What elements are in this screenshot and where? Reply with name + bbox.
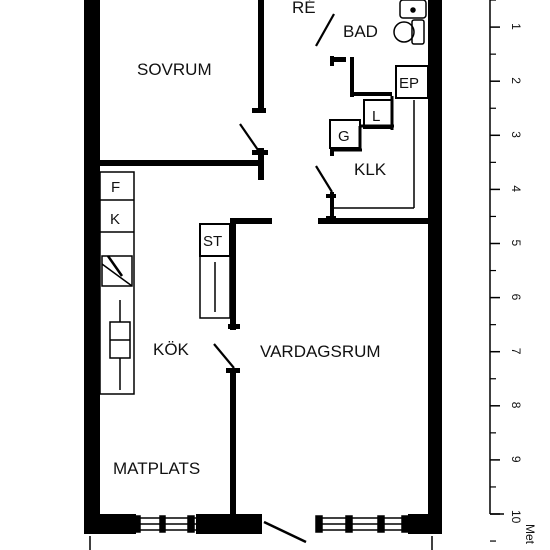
ep-box	[395, 65, 429, 99]
ruler-tick-label: 8	[509, 402, 523, 409]
interior-walls	[100, 0, 430, 516]
kitchen-counter	[99, 171, 135, 395]
east-exterior-wall	[428, 0, 442, 530]
bathroom-fixtures	[329, 0, 429, 209]
kitchen-door	[213, 343, 235, 369]
ruler-ticks: 1234567891011	[490, 0, 523, 542]
klk-south-wall	[318, 218, 430, 224]
door-swings	[213, 13, 335, 369]
room-label-klk: KLK	[354, 160, 387, 179]
south-wall-segment-2	[196, 514, 234, 534]
bedroom-door	[239, 123, 259, 151]
fixture-labels: EP L G F K ST	[110, 75, 419, 250]
ruler-tick-label: 7	[509, 348, 523, 355]
west-exterior-wall	[84, 0, 100, 530]
label-l: L	[372, 108, 380, 125]
label-g: G	[338, 128, 350, 145]
kitchen-fixtures	[99, 171, 231, 395]
scale-ruler: 1234567891011 Met	[489, 0, 537, 545]
bedroom-east-wall	[258, 0, 264, 112]
ruler-tick-label: 3	[509, 131, 523, 138]
kitchen-living-wall	[230, 370, 236, 516]
bath-door	[315, 13, 335, 47]
south-wall-segment-3	[234, 514, 262, 534]
ruler-unit-label: Met	[523, 524, 537, 545]
exterior-walls	[84, 0, 442, 534]
room-label-sovrum: SOVRUM	[137, 60, 212, 79]
label-k: K	[110, 211, 120, 228]
sink-icon	[101, 255, 133, 287]
room-label-bad: BAD	[343, 22, 378, 41]
room-label-hall: RÉ	[292, 0, 316, 17]
south-wall-segment-1	[84, 514, 136, 534]
south-wall-segment-4	[408, 514, 442, 534]
washbasin-icon	[399, 0, 427, 19]
ruler-tick-label: 2	[509, 77, 523, 84]
room-labels: SOVRUM BAD RÉ KLK KÖK VARDAGSRUM MATPLAT…	[113, 0, 387, 478]
room-label-kok: KÖK	[153, 340, 190, 359]
room-label-matplats: MATPLATS	[113, 459, 200, 478]
klk-door	[315, 165, 333, 193]
label-ep: EP	[399, 75, 419, 92]
st-cabinet	[199, 255, 231, 319]
label-f: F	[111, 179, 120, 196]
room-label-vardagsrum: VARDAGSRUM	[260, 342, 381, 361]
ruler-tick-label: 4	[509, 185, 523, 192]
window-left	[133, 515, 196, 533]
window-right	[315, 515, 409, 533]
balcony-door	[263, 520, 307, 544]
south-windows	[89, 515, 433, 550]
partition-top	[230, 218, 272, 224]
ruler-tick-label: 10	[509, 510, 523, 524]
ruler-tick-label: 1	[509, 23, 523, 30]
ruler-tick-label: 9	[509, 456, 523, 463]
ruler-tick-label: 5	[509, 240, 523, 247]
label-st: ST	[203, 233, 222, 250]
bedroom-south-wall	[100, 160, 260, 166]
ruler-tick-label: 6	[509, 294, 523, 301]
toilet-icon	[393, 19, 425, 45]
